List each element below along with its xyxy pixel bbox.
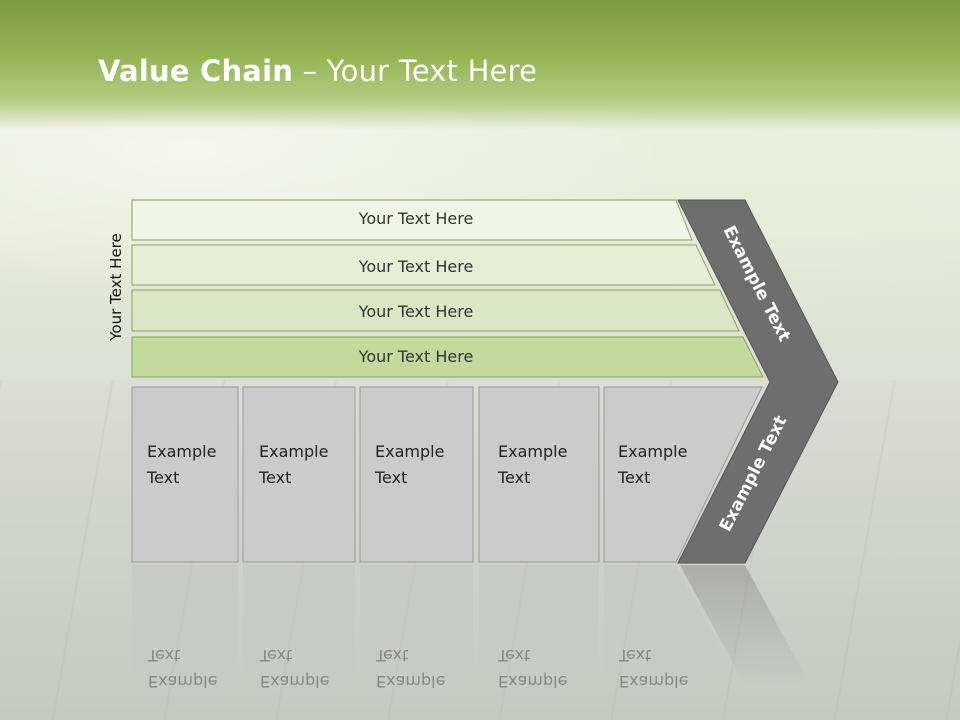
reflected-label: Example — [260, 672, 329, 691]
support-bar-4[interactable] — [131, 336, 764, 378]
column-label-line1: Example — [375, 442, 445, 461]
column-label-line1: Example — [147, 442, 217, 461]
reflected-label: Example — [376, 672, 445, 691]
column-label-line2: Text — [147, 468, 180, 487]
margin-chevron[interactable] — [677, 199, 839, 564]
support-bar-label: Your Text Here — [358, 347, 474, 366]
reflected-label: Example — [498, 672, 567, 691]
reflected-label: Example — [619, 672, 688, 691]
primary-column-3[interactable] — [359, 386, 474, 563]
primary-column-label: Example Text — [259, 439, 359, 491]
primary-column-label: Example Text — [618, 439, 718, 491]
reflected-label: Text — [618, 646, 651, 665]
column-label-line2: Text — [618, 468, 651, 487]
reflected-label: Text — [259, 646, 292, 665]
slide-title-bold: Value Chain — [98, 54, 294, 88]
reflected-labels: Text Example Text Example Text Example T… — [147, 646, 688, 691]
reflection-group — [132, 565, 810, 685]
column-reflection — [604, 565, 740, 685]
column-label-line1: Example — [259, 442, 329, 461]
column-label-line2: Text — [375, 468, 408, 487]
column-label-line2: Text — [498, 468, 531, 487]
reflected-label: Text — [497, 646, 530, 665]
primary-column-label: Example Text — [498, 439, 598, 491]
column-label-line2: Text — [259, 468, 292, 487]
primary-column-1[interactable] — [131, 386, 239, 563]
reflected-label: Text — [375, 646, 408, 665]
chevron-reflection — [680, 565, 810, 685]
support-bar-3[interactable] — [131, 289, 740, 332]
column-reflection — [360, 565, 473, 685]
support-bar-2[interactable] — [131, 244, 716, 286]
primary-column-2[interactable] — [242, 386, 356, 563]
primary-column-4[interactable] — [478, 386, 600, 563]
slide-title: Value Chain – Your Text Here — [98, 54, 537, 88]
slide-title-rest: – Your Text Here — [293, 54, 538, 88]
column-label-line1: Example — [498, 442, 568, 461]
support-bar-label: Your Text Here — [358, 302, 474, 321]
column-label-line1: Example — [618, 442, 688, 461]
primary-column-label: Example Text — [147, 439, 247, 491]
column-reflection — [479, 565, 599, 685]
support-bar-label: Your Text Here — [358, 209, 474, 228]
support-bar-1[interactable] — [131, 199, 693, 241]
support-bar-label: Your Text Here — [358, 257, 474, 276]
column-reflection — [243, 565, 355, 685]
title-band — [0, 0, 960, 130]
primary-column-label: Example Text — [375, 439, 475, 491]
reflected-label: Text — [147, 646, 180, 665]
primary-column-5[interactable] — [603, 386, 763, 563]
reflected-label: Example — [148, 672, 217, 691]
column-reflection — [132, 565, 238, 685]
